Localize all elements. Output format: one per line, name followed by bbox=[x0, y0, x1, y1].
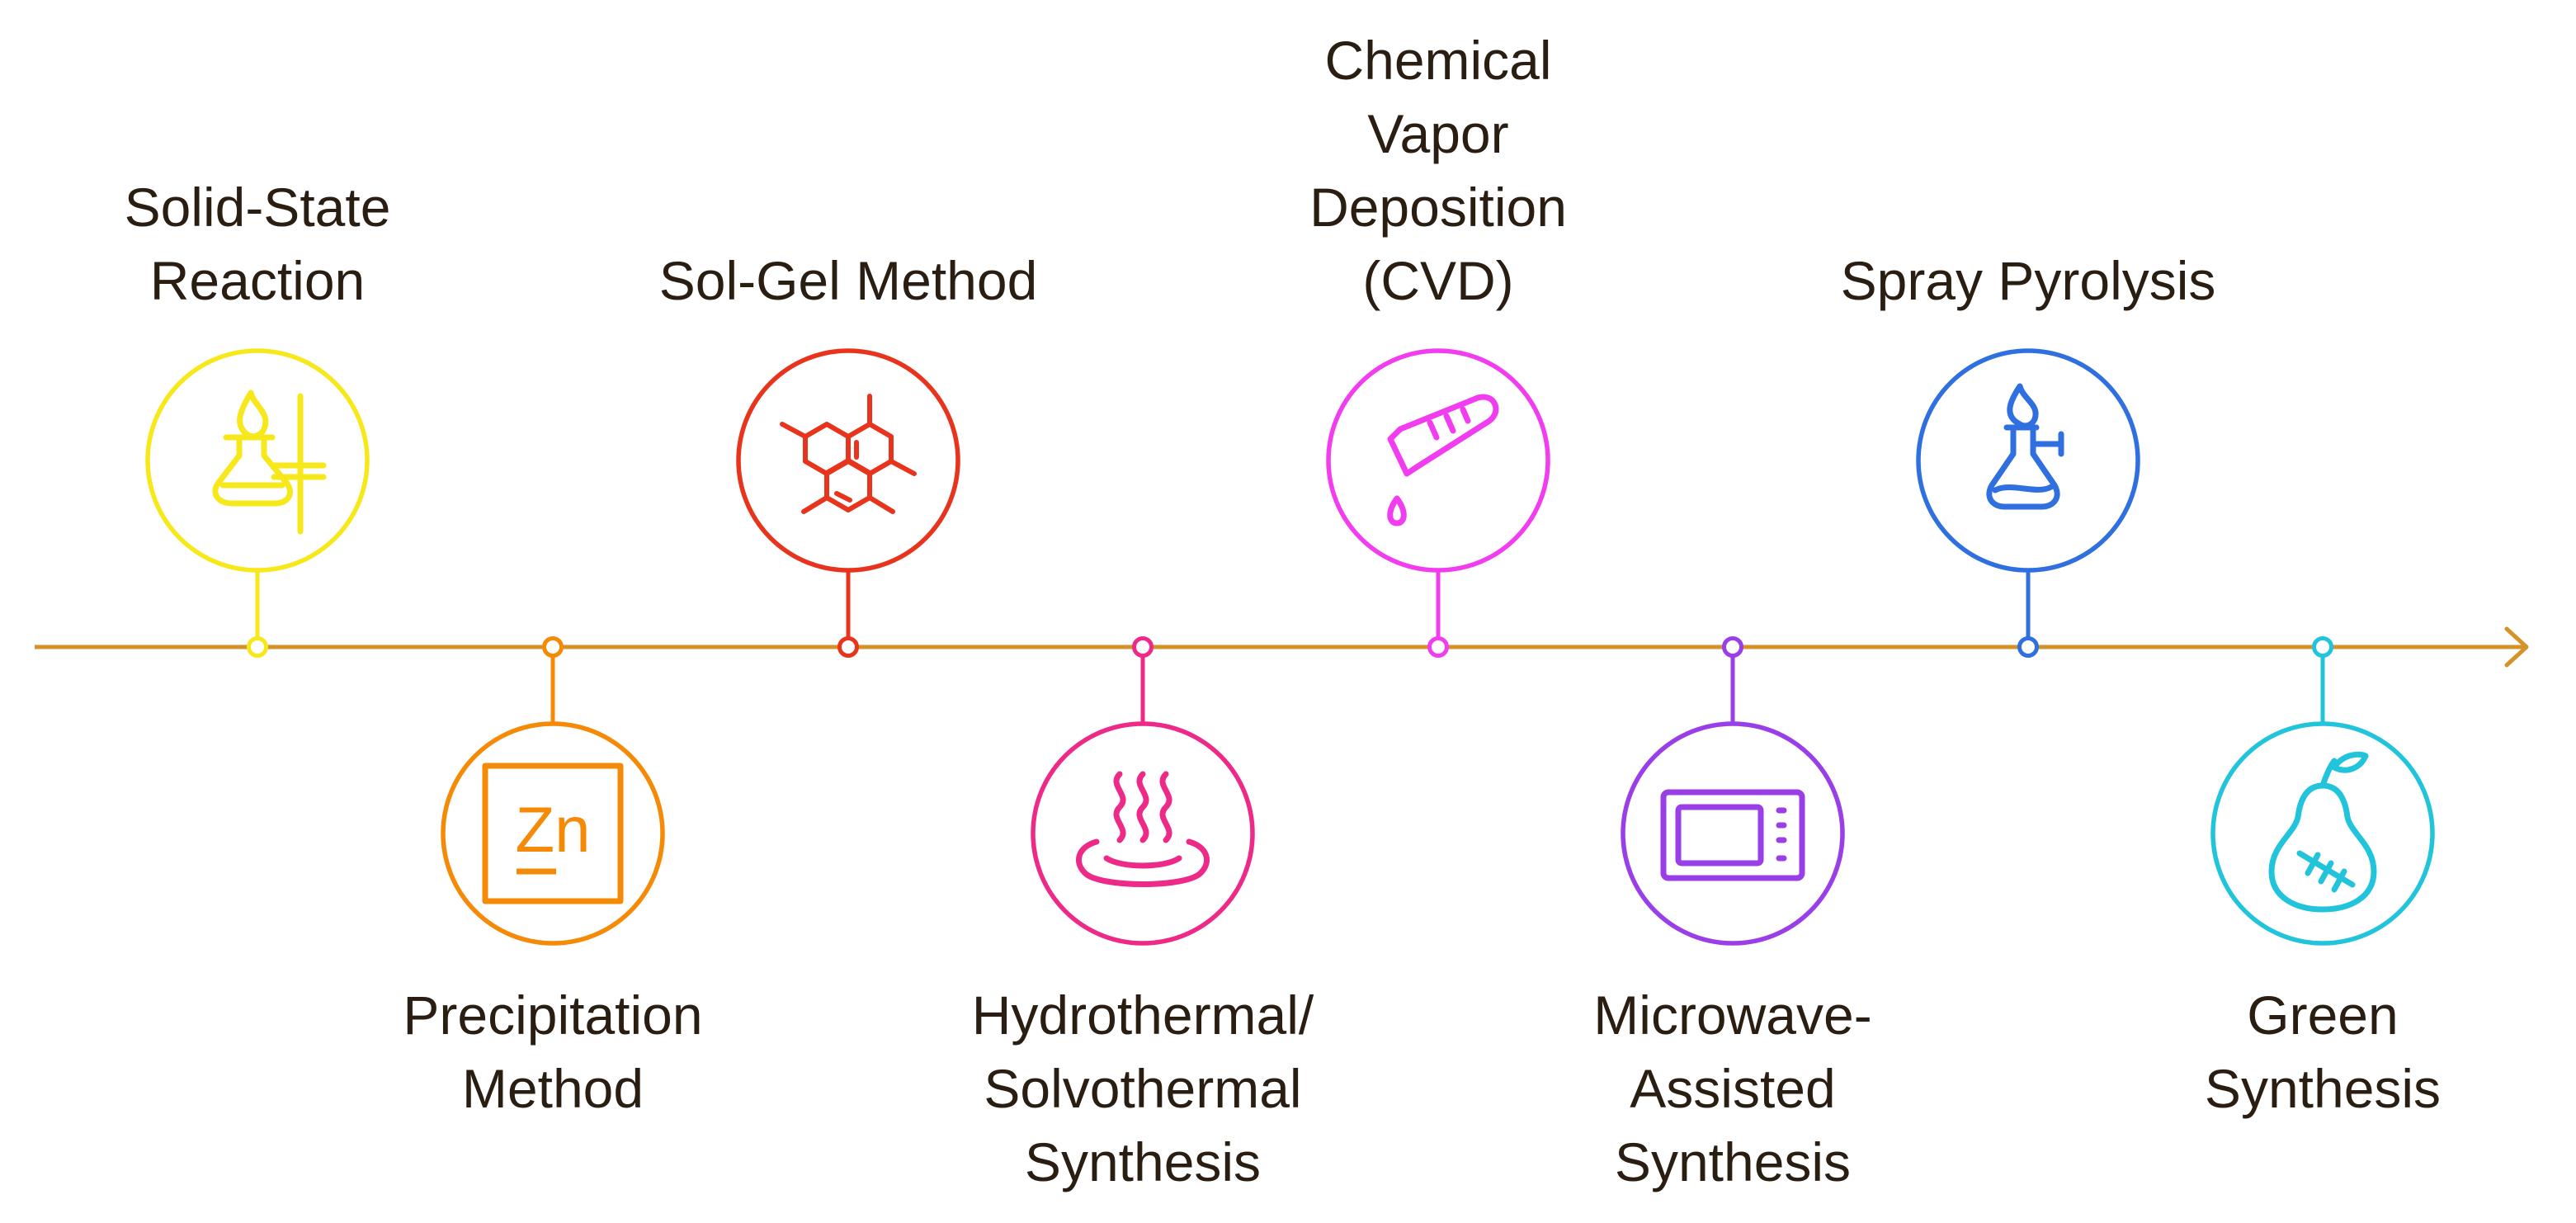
timeline-dot-pear bbox=[2312, 636, 2333, 658]
node-circle-test-tube-drop bbox=[1326, 348, 1550, 573]
method-label-line: Microwave- bbox=[1593, 985, 1872, 1046]
method-label-line: Assisted bbox=[1630, 1058, 1836, 1119]
timeline-dot-zinc-element bbox=[542, 636, 564, 658]
method-label-molecule: Sol-Gel Method bbox=[617, 244, 1079, 318]
node-circle-zinc-element bbox=[441, 721, 665, 946]
test-tube-drop-icon bbox=[1387, 394, 1499, 527]
microwave-icon bbox=[1660, 789, 1805, 881]
method-label-burner-flask: Spray Pyrolysis bbox=[1797, 244, 2259, 318]
method-label-line: Vapor bbox=[1367, 103, 1509, 164]
method-label-line: (CVD) bbox=[1362, 250, 1514, 311]
timeline-dot-burner-flask bbox=[2017, 636, 2039, 658]
method-label-line: Synthesis bbox=[1614, 1131, 1852, 1192]
timeline-dot-steam-bath bbox=[1132, 636, 1154, 658]
burner-flask-icon bbox=[1986, 383, 2064, 510]
method-label-line: Reaction bbox=[149, 250, 366, 311]
method-label-line: Chemical bbox=[1324, 30, 1552, 91]
timeline-arrow-head bbox=[2504, 626, 2529, 668]
method-label-line: Deposition bbox=[1309, 177, 1567, 238]
zinc-badge-text: Zn bbox=[515, 793, 590, 866]
timeline-dot-molecule bbox=[837, 636, 859, 658]
method-label-line: Solvothermal bbox=[984, 1058, 1302, 1119]
method-label-line: Solid-State bbox=[124, 177, 391, 238]
flask-burner-icon bbox=[212, 390, 327, 535]
method-label-line: Spray Pyrolysis bbox=[1840, 250, 2216, 311]
steam-bath-icon bbox=[1076, 771, 1210, 887]
method-label-line: Synthesis bbox=[2204, 1058, 2442, 1119]
timeline-dot-microwave bbox=[1722, 636, 1743, 658]
molecule-icon bbox=[780, 394, 917, 514]
method-label-line: Sol-Gel Method bbox=[658, 250, 1038, 311]
node-circle-steam-bath bbox=[1031, 721, 1255, 946]
method-label-line: Precipitation bbox=[403, 985, 703, 1046]
node-circle-burner-flask bbox=[1916, 348, 2140, 573]
node-circle-microwave bbox=[1621, 721, 1845, 946]
method-label-line: Hydrothermal/ bbox=[971, 985, 1314, 1046]
method-label-line: Synthesis bbox=[1024, 1131, 1262, 1192]
method-label-line: Green bbox=[2247, 985, 2399, 1046]
zinc-element-icon: Zn bbox=[482, 763, 624, 904]
node-circle-flask-burner bbox=[145, 348, 370, 573]
pear-icon bbox=[2268, 751, 2377, 913]
timeline-dot-test-tube-drop bbox=[1427, 636, 1449, 658]
node-circle-pear bbox=[2210, 721, 2435, 946]
method-label-line: Method bbox=[461, 1058, 644, 1119]
timeline-dot-flask-burner bbox=[247, 636, 268, 658]
